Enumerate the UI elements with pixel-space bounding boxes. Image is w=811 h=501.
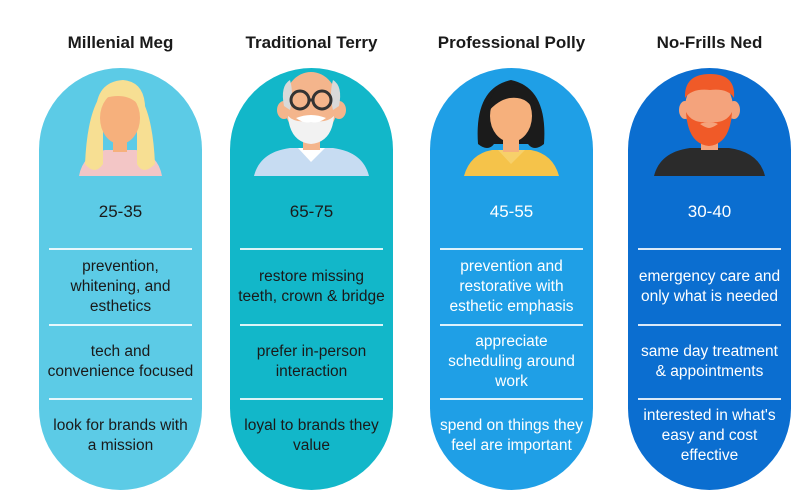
divider [440,398,583,400]
persona-name: No-Frills Ned [656,32,763,52]
divider [638,398,781,400]
divider [49,248,192,250]
age-range: 65-75 [289,202,334,221]
age-range: 25-35 [98,202,143,221]
persona-name: Traditional Terry [245,32,378,52]
divider [240,248,383,250]
persona-trait: same day treatment & appointments [641,343,778,380]
persona-card-millenial-meg: Millenial Meg 25-35 prevention, whitenin… [39,0,202,501]
persona-card-professional-polly: Professional Polly 45-55 prevention and … [430,0,593,501]
divider [440,248,583,250]
persona-trait: interested in what's easy and cost effec… [643,407,776,464]
age-range: 30-40 [687,202,732,221]
persona-trait: look for brands with a mission [53,417,188,454]
blonde-woman-avatar-icon [39,68,202,176]
persona-trait: appreciate scheduling around work [448,333,575,390]
divider [240,324,383,326]
persona-pill: 65-75 restore missing teeth, crown & bri… [230,68,393,490]
persona-card-traditional-terry: Traditional Terry 65-75 restore missing … [230,0,393,501]
dark-haired-woman-avatar-icon [430,68,593,176]
red-bearded-man-avatar-icon [628,68,791,176]
persona-card-no-frills-ned: No-Frills Ned 30-40 emergency care and o… [628,0,791,501]
persona-trait: loyal to brands they value [244,417,379,454]
persona-pill: 30-40 emergency care and only what is ne… [628,68,791,490]
persona-name: Professional Polly [437,32,586,52]
divider [440,324,583,326]
divider [638,324,781,326]
persona-name: Millenial Meg [67,32,174,52]
elderly-man-glasses-avatar-icon [230,68,393,176]
persona-trait: prefer in-person interaction [256,343,367,380]
age-range: 45-55 [489,202,534,221]
persona-pill: 25-35 prevention, whitening, and estheti… [39,68,202,490]
divider [49,324,192,326]
divider [638,248,781,250]
persona-trait: prevention, whitening, and esthetics [70,258,171,315]
persona-trait: spend on things they feel are important [439,417,584,454]
persona-trait: restore missing teeth, crown & bridge [238,268,385,305]
divider [240,398,383,400]
divider [49,398,192,400]
persona-trait: emergency care and only what is needed [638,268,781,305]
persona-trait: tech and convenience focused [47,343,194,380]
persona-trait: prevention and restorative with esthetic… [449,258,574,315]
persona-pill: 45-55 prevention and restorative with es… [430,68,593,490]
